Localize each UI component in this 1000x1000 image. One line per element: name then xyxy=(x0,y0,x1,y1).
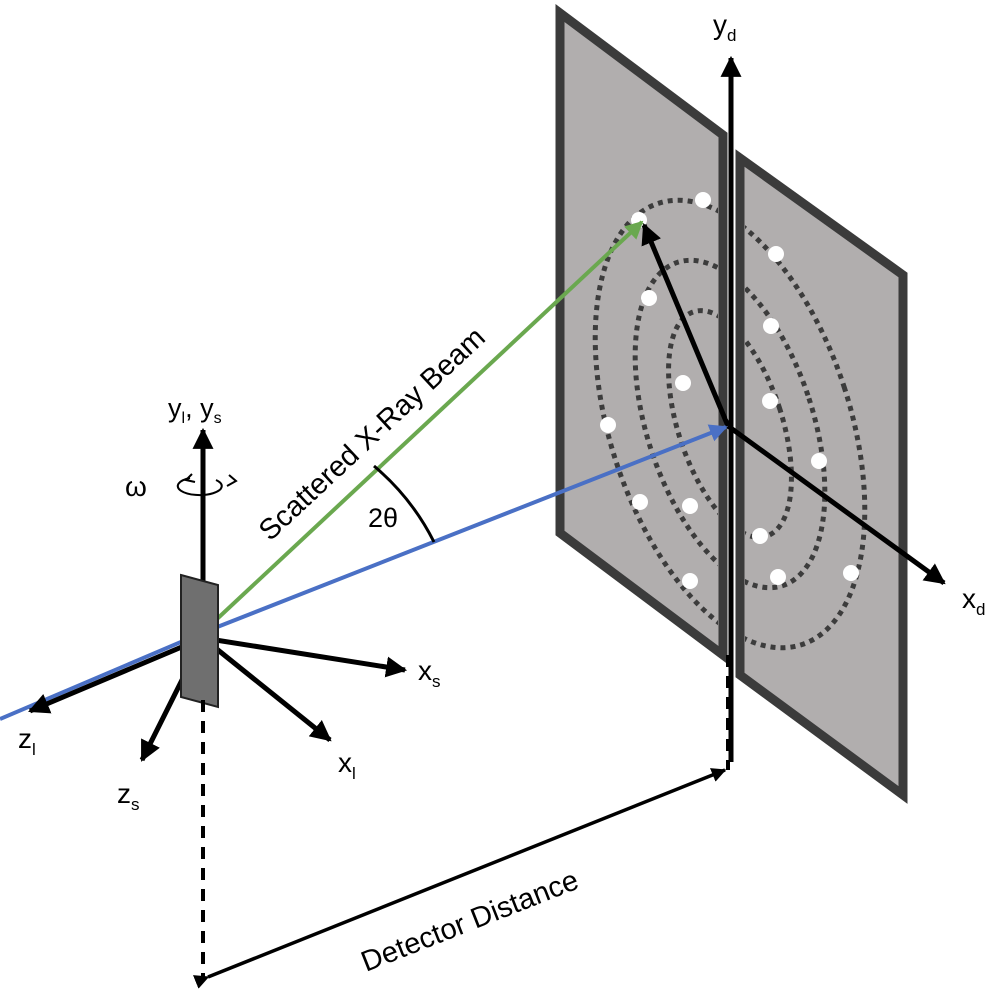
spot xyxy=(762,393,778,409)
lab-x-label: xl xyxy=(338,747,356,783)
detector-panel-left xyxy=(555,4,728,664)
detector-panel-right xyxy=(735,149,908,804)
spot xyxy=(763,318,779,334)
sample-z-label: zs xyxy=(117,778,140,814)
two-theta-label: 2θ xyxy=(368,503,398,533)
detector-x-label: xd xyxy=(962,583,985,619)
sample-x-label: xs xyxy=(418,655,441,691)
spot xyxy=(641,290,657,306)
lab-x-axis xyxy=(201,636,332,742)
spot xyxy=(632,494,648,510)
detector-distance-arrow xyxy=(192,768,727,989)
spot xyxy=(682,498,698,514)
sample xyxy=(180,573,219,709)
diffraction-vector xyxy=(641,223,731,427)
lab-z-label: zl xyxy=(18,723,36,759)
sample-x-axis xyxy=(202,635,408,678)
ring-middle xyxy=(632,257,828,591)
omega-rotation-icon xyxy=(176,473,238,497)
ring-outer xyxy=(592,197,868,651)
spot xyxy=(682,573,698,589)
two-theta-arc xyxy=(373,464,436,543)
omega-label: ω xyxy=(125,471,147,502)
detector-distance-label: Detector Distance xyxy=(357,864,583,978)
spot xyxy=(811,453,827,469)
spot xyxy=(695,192,711,208)
spot xyxy=(600,417,616,433)
lab-z-axis xyxy=(28,635,204,714)
spot xyxy=(843,565,859,581)
detector-x-axis xyxy=(726,423,946,586)
spot xyxy=(675,375,691,391)
ring-inner xyxy=(666,308,794,540)
spot xyxy=(752,528,768,544)
spot xyxy=(768,246,784,262)
direct-beam-line xyxy=(201,424,728,635)
diffraction-rings xyxy=(592,197,868,651)
scattered-beam-line xyxy=(200,220,644,635)
detector-y-label: yd xyxy=(713,9,736,45)
spot xyxy=(770,569,786,585)
lab-sample-y-label: yl, ys xyxy=(168,393,222,427)
